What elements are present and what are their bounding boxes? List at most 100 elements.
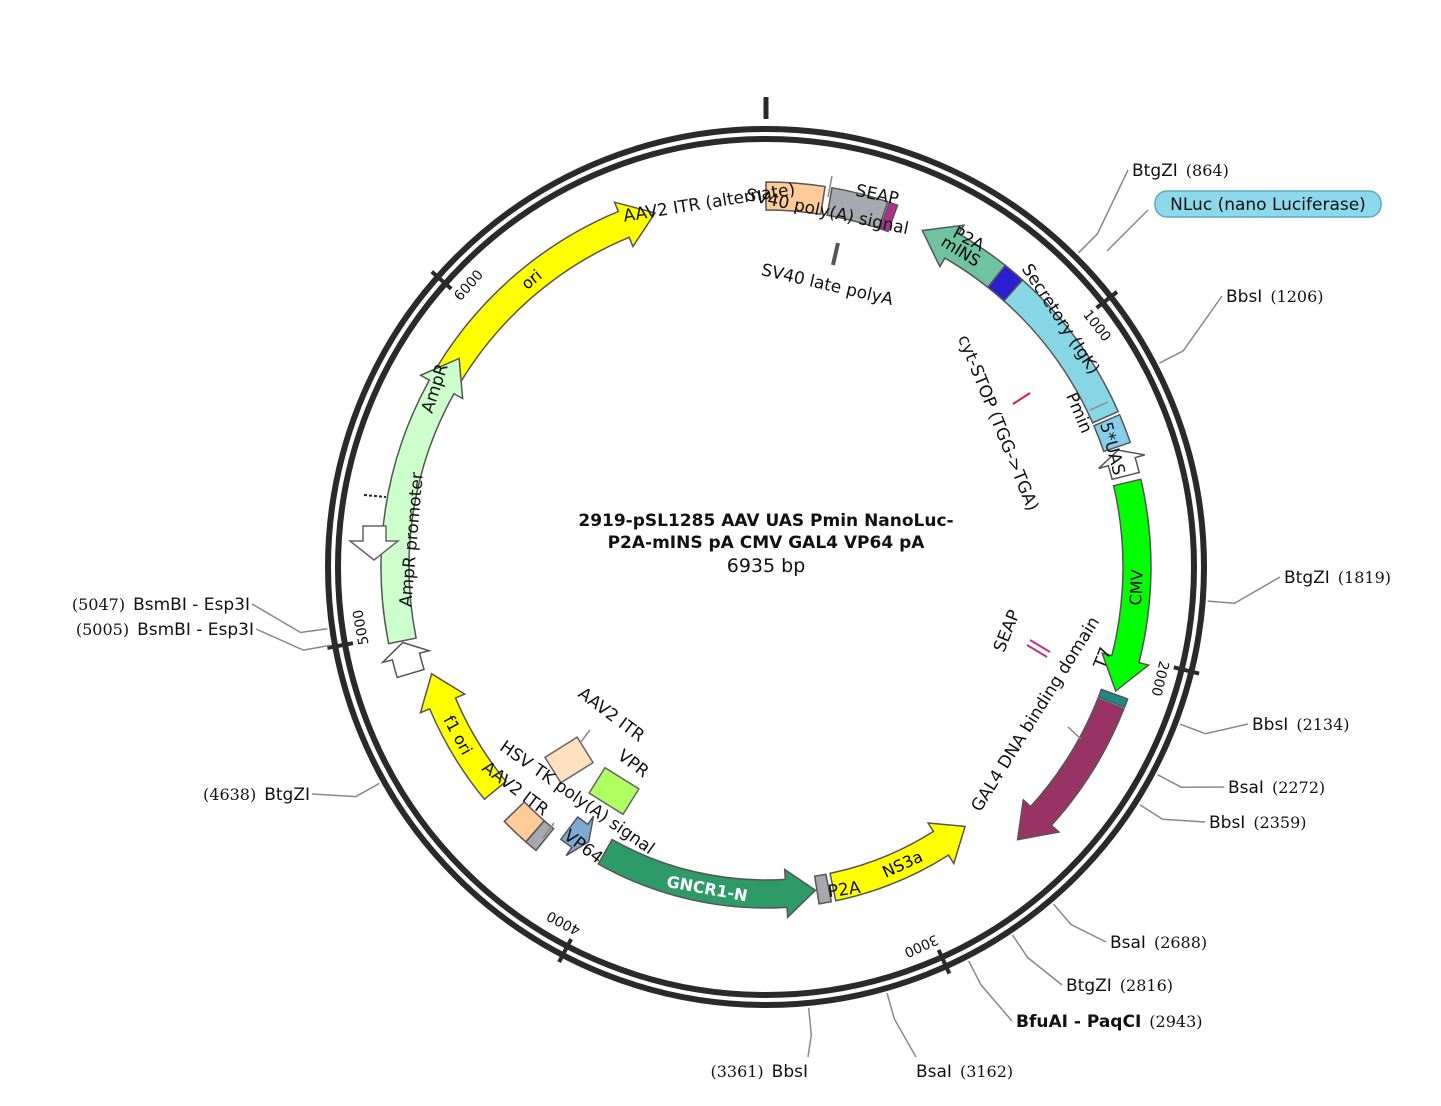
feature-vp64[interactable] bbox=[559, 815, 595, 857]
site-864[interactable]: BtgZI (864) bbox=[1132, 161, 1229, 181]
site-line-1206 bbox=[1158, 295, 1223, 364]
ampr-promoter-dash bbox=[363, 494, 387, 498]
site-pos: (3162) bbox=[960, 1062, 1013, 1081]
feature-p2a-upper[interactable] bbox=[986, 264, 1024, 302]
site-name: BbsI bbox=[1226, 287, 1262, 307]
feature-ori[interactable] bbox=[428, 201, 657, 395]
site-name: (5047) bbox=[72, 595, 125, 614]
feature-sv40-pa[interactable] bbox=[826, 186, 889, 230]
site-2943[interactable]: BfuAI - PaqCI (2943) bbox=[1016, 1012, 1202, 1032]
feature-nluc[interactable] bbox=[1002, 278, 1120, 424]
feature-aav2-itr-alt[interactable] bbox=[765, 181, 826, 216]
site-line-3162 bbox=[886, 992, 917, 1058]
site-line-2134 bbox=[1179, 723, 1249, 735]
nluc-badge[interactable] bbox=[1154, 190, 1382, 218]
feature-ns3a[interactable] bbox=[829, 822, 967, 902]
tick-4000 bbox=[557, 938, 573, 964]
feature-gncr1-n[interactable] bbox=[597, 838, 817, 920]
feature-mins[interactable] bbox=[921, 224, 1007, 289]
cyt-stop-marker bbox=[1012, 392, 1031, 405]
sv40-late-polya-marker bbox=[831, 242, 840, 266]
tick-label-5000: 5000 bbox=[350, 608, 372, 646]
site-labels: BtgZI (864) BbsI (1206) BtgZI(1819) BbsI(2134… bbox=[72, 161, 1391, 1082]
site-line-3361 bbox=[807, 1007, 813, 1058]
site-pos: (2816) bbox=[1120, 976, 1173, 995]
feature-five-uas[interactable] bbox=[1098, 449, 1145, 481]
site-3361[interactable]: (3361) BbsI bbox=[710, 1062, 808, 1082]
feature-ampr-promoter[interactable] bbox=[380, 641, 433, 679]
site-pos: (864) bbox=[1186, 161, 1229, 180]
tick-3000 bbox=[936, 949, 952, 975]
site-line-4638 bbox=[311, 782, 380, 798]
site-pos: BtgZI bbox=[264, 785, 310, 805]
site-line-864 bbox=[1077, 169, 1129, 254]
site-line-1819 bbox=[1207, 576, 1281, 605]
site-leader-lines bbox=[251, 169, 1281, 1058]
site-pos: BsmBI - Esp3I bbox=[133, 595, 250, 615]
nluc-badge-text: NLuc (nano Luciferase) bbox=[1170, 195, 1366, 215]
site-name: BsaI bbox=[916, 1062, 952, 1082]
tick-6000 bbox=[430, 270, 453, 291]
site-pos: (2359) bbox=[1253, 813, 1306, 832]
feature-cmv[interactable] bbox=[1100, 478, 1152, 693]
site-pos: BsmBI - Esp3I bbox=[137, 620, 254, 640]
site-pos: (2272) bbox=[1272, 778, 1325, 797]
aav2-itr-box[interactable] bbox=[543, 736, 595, 784]
site-pos: (2943) bbox=[1149, 1012, 1202, 1031]
tick-label-3000: 3000 bbox=[902, 931, 941, 960]
site-pos: (1206) bbox=[1270, 287, 1323, 306]
site-name: BtgZI bbox=[1066, 976, 1112, 996]
feature-seap-top[interactable] bbox=[879, 201, 899, 233]
site-2272[interactable]: BsaI (2272) bbox=[1228, 778, 1325, 798]
site-5005[interactable]: (5005) BsmBI - Esp3I bbox=[76, 620, 254, 640]
site-name: BbsI bbox=[1252, 715, 1288, 735]
site-1206[interactable]: BbsI (1206) bbox=[1226, 287, 1324, 307]
label-cyt-stop: cyt-STOP (TGG->TGA) bbox=[953, 332, 1042, 514]
feature-hsv-tk-pa[interactable] bbox=[524, 819, 555, 852]
tick-5000 bbox=[327, 641, 354, 650]
site-line-5005 bbox=[255, 628, 331, 651]
tick-2000 bbox=[1173, 665, 1200, 676]
site-2359[interactable]: BbsI (2359) bbox=[1209, 813, 1307, 833]
site-name: BbsI bbox=[1209, 813, 1245, 833]
site-2816[interactable]: BtgZI (2816) bbox=[1066, 976, 1173, 996]
feature-pmin[interactable] bbox=[1092, 413, 1132, 453]
label-sv40-late-polya: SV40 late polyA bbox=[759, 260, 895, 310]
plasmid-name-line2: P2A-mINS pA CMV GAL4 VP64 pA bbox=[608, 533, 926, 553]
plasmid-name-line1: 2919-pSL1285 AAV UAS Pmin NanoLuc- bbox=[578, 511, 953, 531]
vpr-box[interactable] bbox=[588, 766, 640, 816]
site-pos: BbsI bbox=[772, 1062, 808, 1082]
site-2688[interactable]: BsaI (2688) bbox=[1110, 933, 1207, 953]
feature-f1-ori[interactable] bbox=[419, 672, 508, 801]
site-name: (3361) bbox=[710, 1062, 763, 1081]
site-name: BtgZI bbox=[1132, 161, 1178, 181]
feature-gal4-dbd[interactable] bbox=[1016, 697, 1125, 841]
seap-inner-marker-b bbox=[1026, 644, 1048, 658]
site-2134[interactable]: BbsI(2134) bbox=[1252, 715, 1350, 735]
label-p2a-lower: P2A bbox=[827, 878, 863, 902]
plasmid-size: 6935 bp bbox=[727, 555, 806, 577]
seap-inner-marker-a bbox=[1029, 639, 1051, 653]
site-5047[interactable]: (5047) BsmBI - Esp3I bbox=[72, 595, 250, 615]
tick-1000 bbox=[1095, 290, 1119, 310]
site-name: BsaI bbox=[1228, 778, 1264, 798]
site-3162[interactable]: BsaI (3162) bbox=[916, 1062, 1013, 1082]
site-1819[interactable]: BtgZI(1819) bbox=[1284, 568, 1391, 588]
site-line-2943 bbox=[968, 960, 1013, 1022]
feature-leaders bbox=[542, 175, 1149, 839]
site-line-2816 bbox=[1011, 934, 1063, 986]
site-name: BtgZI bbox=[1284, 568, 1330, 588]
feature-t7[interactable] bbox=[1097, 688, 1129, 709]
ampr-promoter-arrow-icon bbox=[347, 525, 401, 561]
site-name: BfuAI - PaqCI bbox=[1016, 1012, 1141, 1032]
site-name: (5005) bbox=[76, 620, 129, 639]
site-name: BsaI bbox=[1110, 933, 1146, 953]
site-line-2272 bbox=[1157, 773, 1225, 788]
site-4638[interactable]: (4638) BtgZI bbox=[203, 785, 310, 805]
site-name: (4638) bbox=[203, 785, 256, 804]
site-pos: (2688) bbox=[1154, 933, 1207, 952]
site-line-5047 bbox=[251, 603, 328, 634]
feature-p2a-lower[interactable] bbox=[813, 873, 833, 905]
